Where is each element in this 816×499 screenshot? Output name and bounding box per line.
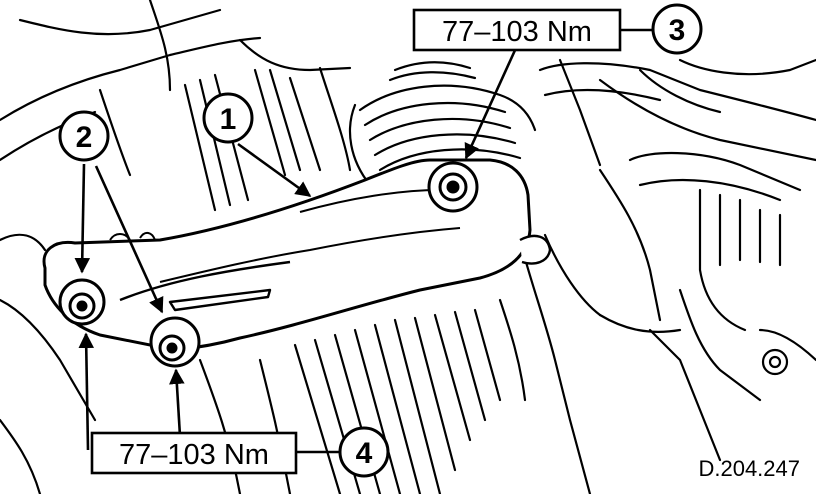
callout-4-arrow-left xyxy=(78,332,95,451)
torque-label-bottom: 77–103 Nm xyxy=(90,431,298,475)
callout-4-arrow-right xyxy=(169,368,185,437)
figure-reference-code: D.204.247 xyxy=(698,456,800,481)
leader-arrows xyxy=(74,28,652,454)
torque-bottom-text: 77–103 Nm xyxy=(119,439,269,471)
callout-2-arrow-right xyxy=(94,165,164,314)
left-bracket-bolt xyxy=(58,278,106,326)
callout-3: 3 xyxy=(651,3,703,55)
top-mount-bolt xyxy=(427,161,479,213)
mount-bracket xyxy=(42,158,552,352)
callout-1: 1 xyxy=(202,92,254,144)
torque-label-top: 77–103 Nm xyxy=(412,8,622,52)
callout-1-arrow xyxy=(237,142,312,198)
callout-4: 4 xyxy=(338,426,390,478)
torque-top-text: 77–103 Nm xyxy=(442,16,592,48)
callout-2-arrow-left xyxy=(74,163,91,274)
callout-3-number: 3 xyxy=(669,14,686,47)
callout-2-number: 2 xyxy=(76,121,93,154)
right-bracket-bolt xyxy=(149,316,201,368)
callout-1-number: 1 xyxy=(220,103,237,136)
callout-4-number: 4 xyxy=(356,437,373,470)
callout-2: 2 xyxy=(58,110,110,162)
callout-3-arrow xyxy=(464,47,518,160)
